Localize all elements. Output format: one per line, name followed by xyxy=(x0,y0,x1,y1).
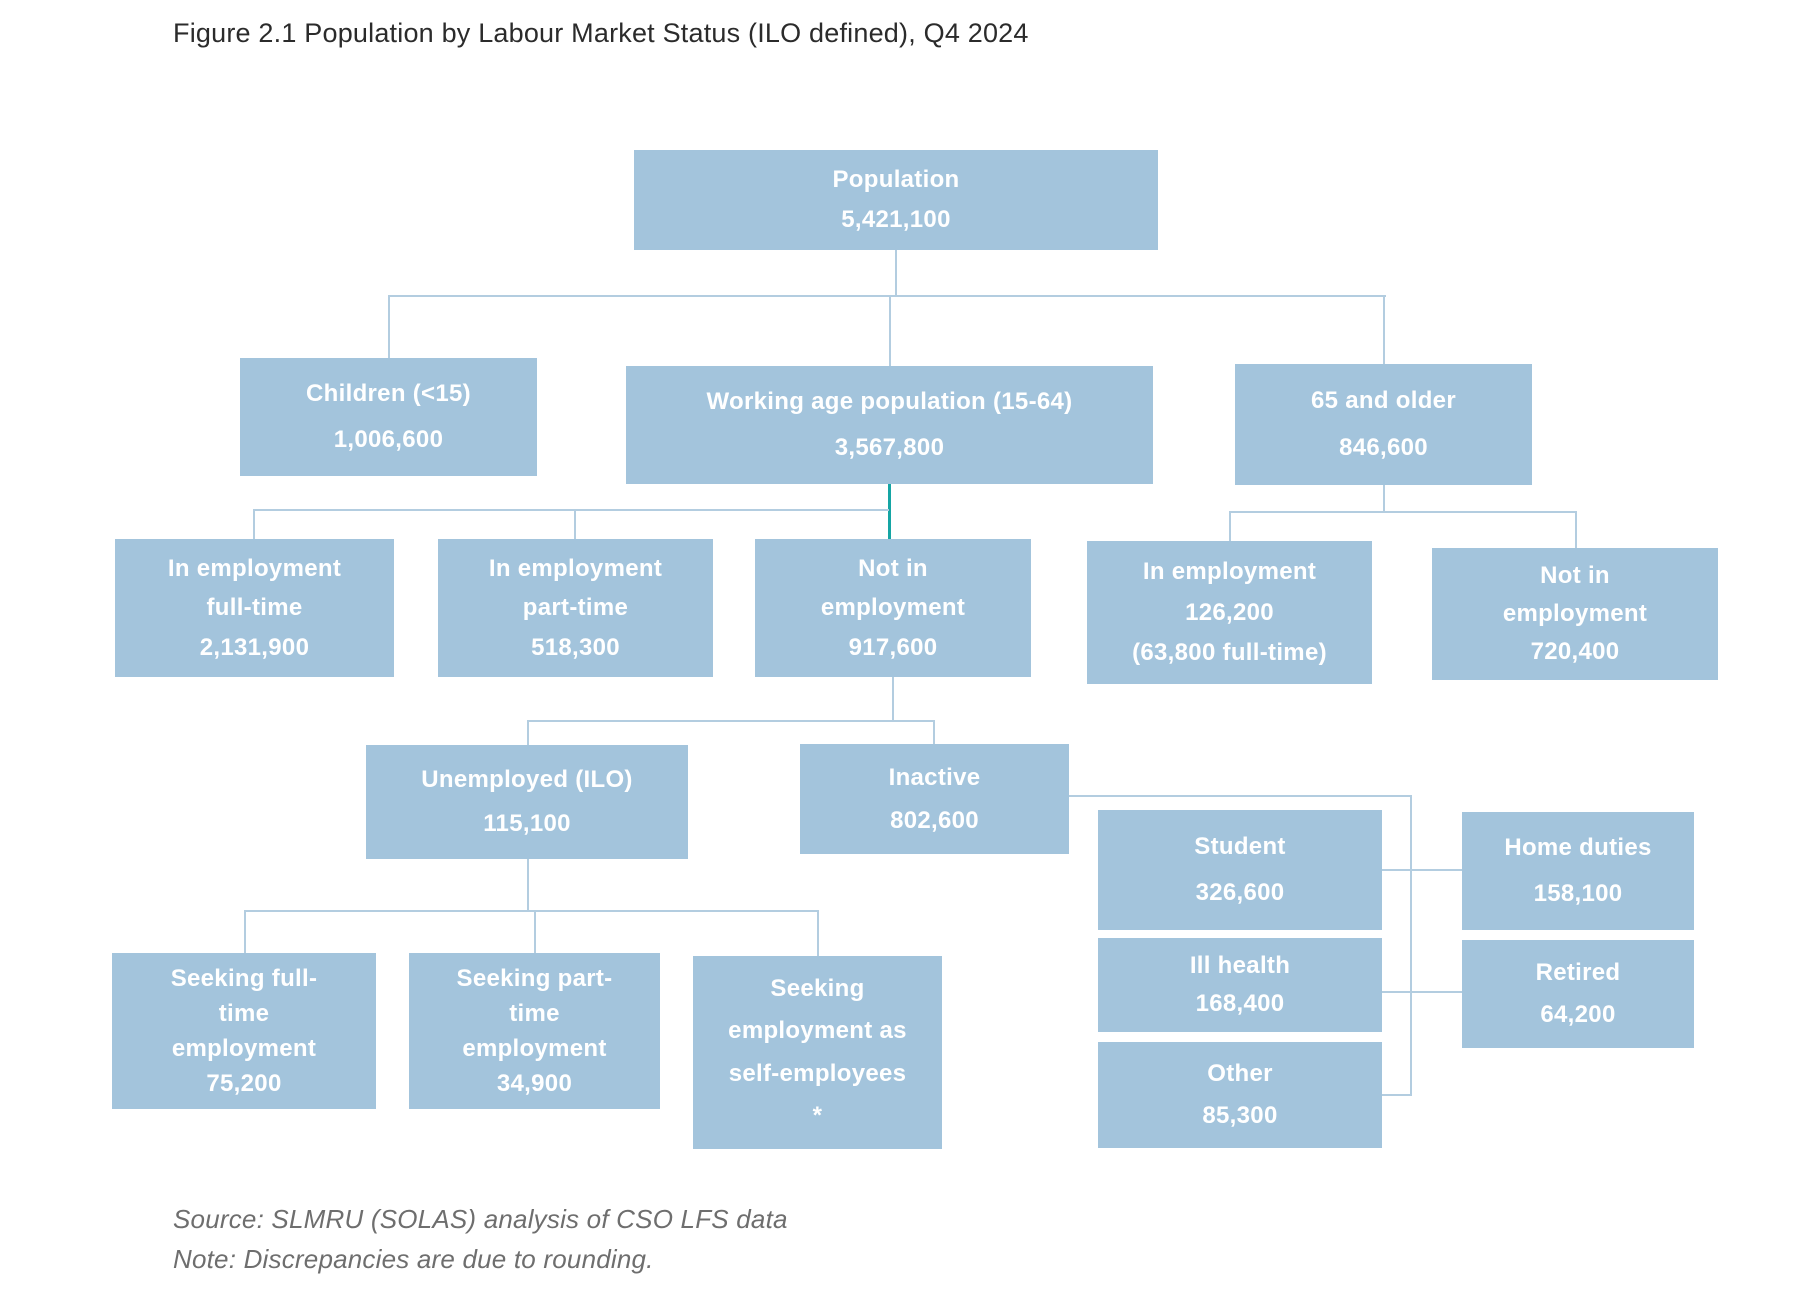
connector-line xyxy=(1575,511,1577,548)
box-text-line: employment xyxy=(1502,600,1648,628)
box-text-line: Population xyxy=(832,166,960,194)
node-not-in-employment-65: Not in employment 720,400 xyxy=(1432,548,1718,680)
node-in-employment-full-time: In employment full-time 2,131,900 xyxy=(115,539,394,677)
connector-line xyxy=(388,295,390,358)
connector-line xyxy=(1382,1094,1412,1096)
connector-line xyxy=(1382,869,1462,871)
node-ill-health: Ill health 168,400 xyxy=(1098,938,1382,1032)
highlight-connector-line xyxy=(888,484,891,539)
box-text-line: 1,006,600 xyxy=(333,426,444,454)
connector-line xyxy=(1229,511,1577,513)
box-text-line: * xyxy=(812,1102,823,1130)
box-text-line: part-time xyxy=(522,594,629,622)
box-text-line: 168,400 xyxy=(1195,990,1285,1018)
connector-line xyxy=(574,509,576,539)
box-text-line: In employment xyxy=(488,554,663,582)
connector-line xyxy=(895,250,897,295)
node-home-duties: Home duties 158,100 xyxy=(1462,812,1694,930)
box-text-line: 720,400 xyxy=(1530,638,1620,666)
connector-line xyxy=(253,509,255,539)
node-in-employment-part-time: In employment part-time 518,300 xyxy=(438,539,713,677)
box-text-line: Student xyxy=(1194,832,1286,860)
connector-line xyxy=(1382,991,1462,993)
box-text-line: In employment xyxy=(1142,558,1317,586)
connector-line xyxy=(1383,485,1385,511)
node-not-in-employment: Not in employment 917,600 xyxy=(755,539,1031,677)
connector-line xyxy=(527,720,529,745)
connector-line xyxy=(889,295,891,366)
box-text-line: Unemployed (ILO) xyxy=(421,765,633,793)
box-text-line: time xyxy=(509,999,560,1027)
box-text-line: 3,567,800 xyxy=(834,434,945,462)
figure-title: Figure 2.1 Population by Labour Market S… xyxy=(173,18,1029,48)
box-text-line: 34,900 xyxy=(496,1069,573,1097)
box-text-line: Working age population (15-64) xyxy=(706,388,1073,416)
box-text-line: employment as xyxy=(728,1017,907,1045)
box-text-line: In employment xyxy=(167,554,342,582)
box-text-line: full-time xyxy=(206,594,303,622)
box-text-line: Not in xyxy=(858,554,928,582)
box-text-line: Ill health xyxy=(1189,952,1291,980)
box-text-line: 917,600 xyxy=(848,633,938,661)
node-in-employment-65: In employment 126,200 (63,800 full-time) xyxy=(1087,541,1372,684)
box-text-line: 2,131,900 xyxy=(199,633,310,661)
box-text-line: 846,600 xyxy=(1339,434,1428,462)
connector-line xyxy=(933,720,935,744)
node-seeking-full-time: Seeking full-time employment 75,200 xyxy=(112,953,376,1109)
box-text-line: 802,600 xyxy=(890,806,979,834)
connector-line xyxy=(892,677,894,720)
node-retired: Retired 64,200 xyxy=(1462,940,1694,1048)
connector-line xyxy=(1383,295,1385,364)
node-seeking-self-employees: Seeking employment as self-employees * xyxy=(693,956,942,1149)
box-text-line: employment xyxy=(171,1034,317,1062)
box-text-line: employment xyxy=(820,594,966,622)
box-text-line: Inactive xyxy=(888,763,981,791)
box-text-line: time xyxy=(218,999,270,1027)
box-text-line: employment xyxy=(462,1034,607,1062)
box-text-line: self-employees xyxy=(728,1059,907,1087)
connector-line xyxy=(1069,795,1412,797)
node-65-and-older: 65 and older 846,600 xyxy=(1235,364,1532,485)
node-inactive: Inactive 802,600 xyxy=(800,744,1069,854)
box-text-line: Not in xyxy=(1540,562,1610,590)
connector-line xyxy=(253,509,889,511)
node-student: Student 326,600 xyxy=(1098,810,1382,930)
box-text-line: Seeking part- xyxy=(456,964,613,992)
box-text-line: 115,100 xyxy=(483,810,571,838)
box-text-line: 85,300 xyxy=(1202,1102,1278,1130)
connector-line xyxy=(527,720,935,722)
box-text-line: Other xyxy=(1207,1060,1273,1088)
node-unemployed-ilo: Unemployed (ILO) 115,100 xyxy=(366,745,688,859)
connector-line xyxy=(388,295,1386,297)
box-text-line: Seeking full- xyxy=(170,964,318,992)
box-text-line: 326,600 xyxy=(1195,879,1285,907)
box-text-line: 64,200 xyxy=(1540,1001,1616,1029)
box-text-line: Seeking xyxy=(770,974,865,1002)
node-population: Population 5,421,100 xyxy=(634,150,1158,250)
box-text-line: 5,421,100 xyxy=(841,206,951,234)
box-text-line: 126,200 xyxy=(1185,598,1274,626)
node-children: Children (<15) 1,006,600 xyxy=(240,358,537,476)
connector-line xyxy=(244,910,246,953)
box-text-line: 65 and older xyxy=(1311,387,1456,415)
rounding-note: Note: Discrepancies are due to rounding. xyxy=(173,1244,654,1274)
node-other: Other 85,300 xyxy=(1098,1042,1382,1148)
connector-line xyxy=(244,910,819,912)
box-text-line: Children (<15) xyxy=(306,380,471,408)
box-text-line: (63,800 full-time) xyxy=(1132,639,1327,667)
source-note: Source: SLMRU (SOLAS) analysis of CSO LF… xyxy=(173,1204,788,1234)
connector-line xyxy=(817,910,819,956)
box-text-line: 518,300 xyxy=(531,633,620,661)
connector-line xyxy=(534,910,536,953)
box-text-line: 75,200 xyxy=(206,1069,282,1097)
box-text-line: 158,100 xyxy=(1533,880,1623,908)
box-text-line: Home duties xyxy=(1504,834,1652,862)
connector-line xyxy=(1229,511,1231,541)
connector-line xyxy=(1410,795,1412,1095)
box-text-line: Retired xyxy=(1535,958,1621,986)
connector-line xyxy=(527,859,529,910)
node-working-age: Working age population (15-64) 3,567,800 xyxy=(626,366,1153,484)
node-seeking-part-time: Seeking part-time employment 34,900 xyxy=(409,953,660,1109)
